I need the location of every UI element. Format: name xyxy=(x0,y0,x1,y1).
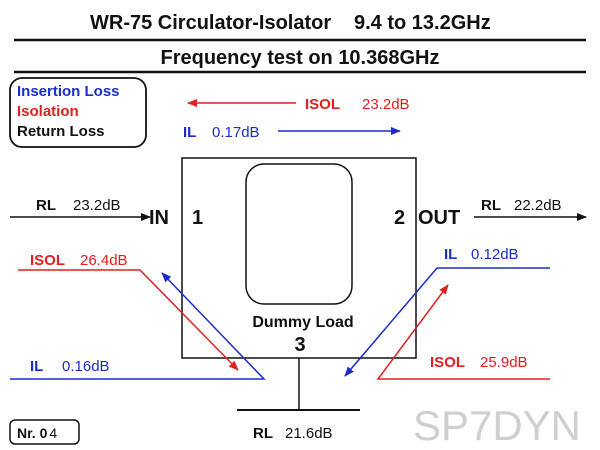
nr-badge xyxy=(9,419,80,445)
port-1-number: 1 xyxy=(192,207,203,229)
in-il-value: 0.16dB xyxy=(62,358,110,375)
port-2-number: 2 xyxy=(394,207,405,229)
legend-box xyxy=(9,77,147,148)
out-rl-label: RL xyxy=(481,197,501,214)
callsign-watermark: SP7DYN xyxy=(413,402,581,449)
dummy-load-label: Dummy Load xyxy=(252,314,353,331)
out-rl-value: 22.2dB xyxy=(514,197,562,214)
out-isol-label: ISOL xyxy=(430,354,465,371)
isol-3-to-1-arrow xyxy=(18,269,239,371)
top-isol-label: ISOL xyxy=(305,96,340,113)
legend-isolation: Isolation xyxy=(17,103,79,120)
frequency-range: 9.4 to 13.2GHz xyxy=(354,12,491,34)
diagram-subtitle: Frequency test on 10.368GHz xyxy=(161,47,440,69)
legend-return-loss: Return Loss xyxy=(17,123,105,140)
out-il-label: IL xyxy=(444,246,457,263)
top-il-value: 0.17dB xyxy=(212,124,260,141)
load-rl-label: RL xyxy=(253,425,273,442)
in-isol-value: 26.4dB xyxy=(80,252,128,269)
out-isol-value: 25.9dB xyxy=(480,354,528,371)
diagram-title: WR-75 Circulator-Isolator xyxy=(90,12,331,34)
out-il-value: 0.12dB xyxy=(471,246,519,263)
isol-out-arrow xyxy=(376,284,550,380)
load-rl-value: 21.6dB xyxy=(285,425,333,442)
nr-number: 4 xyxy=(49,425,57,441)
top-il-label: IL xyxy=(183,124,196,141)
in-rl-label: RL xyxy=(36,197,56,214)
in-rl-value: 23.2dB xyxy=(73,197,121,214)
il-1-return-arrow xyxy=(10,272,266,380)
in-isol-label: ISOL xyxy=(30,252,65,269)
nr-prefix: Nr. 0 xyxy=(17,425,48,441)
out-port-label: OUT xyxy=(418,207,460,229)
ferrite-junction xyxy=(245,163,353,305)
port-3-number: 3 xyxy=(294,334,305,356)
in-port-label: IN xyxy=(149,207,169,229)
legend-insertion-loss: Insertion Loss xyxy=(17,83,120,100)
in-il-label: IL xyxy=(30,358,43,375)
top-isol-value: 23.2dB xyxy=(362,96,410,113)
il-2-to-3-arrow xyxy=(344,267,550,377)
